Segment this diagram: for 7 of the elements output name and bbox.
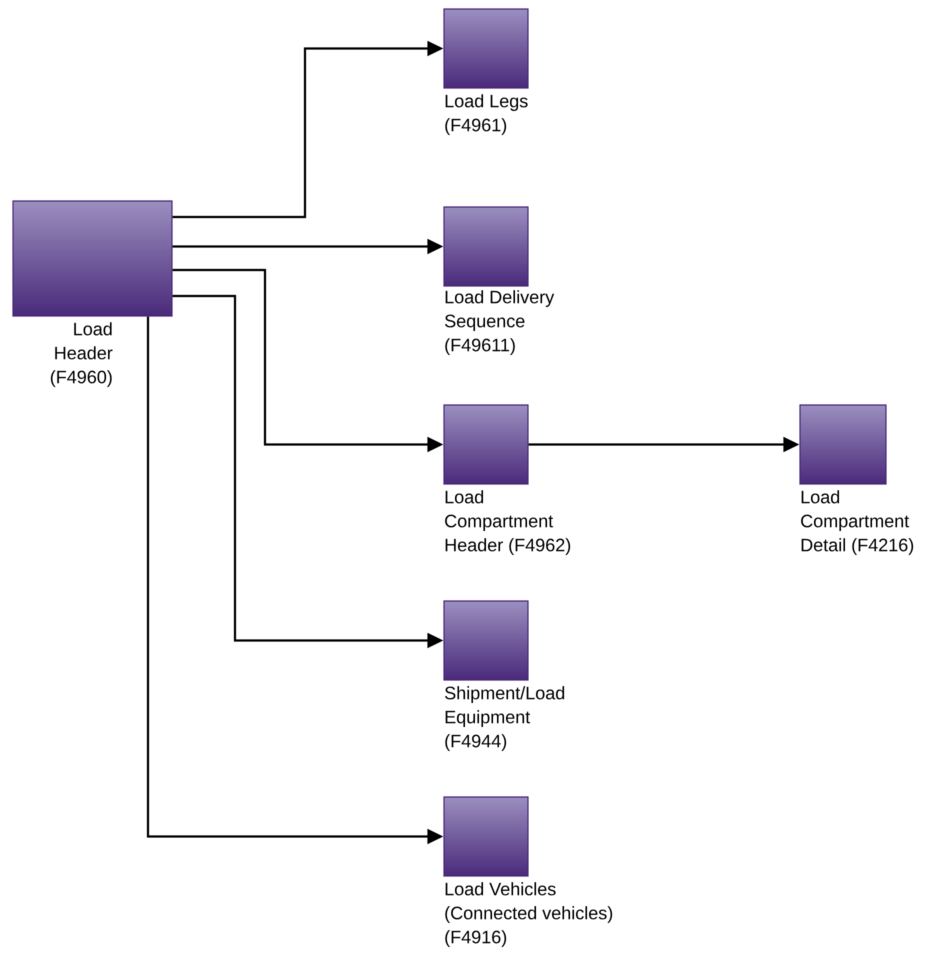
table-label: Load Compartment Detail (F4216) [801,490,914,555]
table-label: Load Delivery Sequence (F49611) [445,290,554,355]
table-label: Load Legs (F4961) [445,94,528,135]
table-label: Shipment/Load Equipment (F4944) [445,686,564,751]
table-label: Load Compartment Header (F4962) [445,490,570,555]
table-label: Load Header (F4960) [50,322,112,387]
table-label: Load Vehicles (Connected vehicles) (F4916) [445,882,612,947]
